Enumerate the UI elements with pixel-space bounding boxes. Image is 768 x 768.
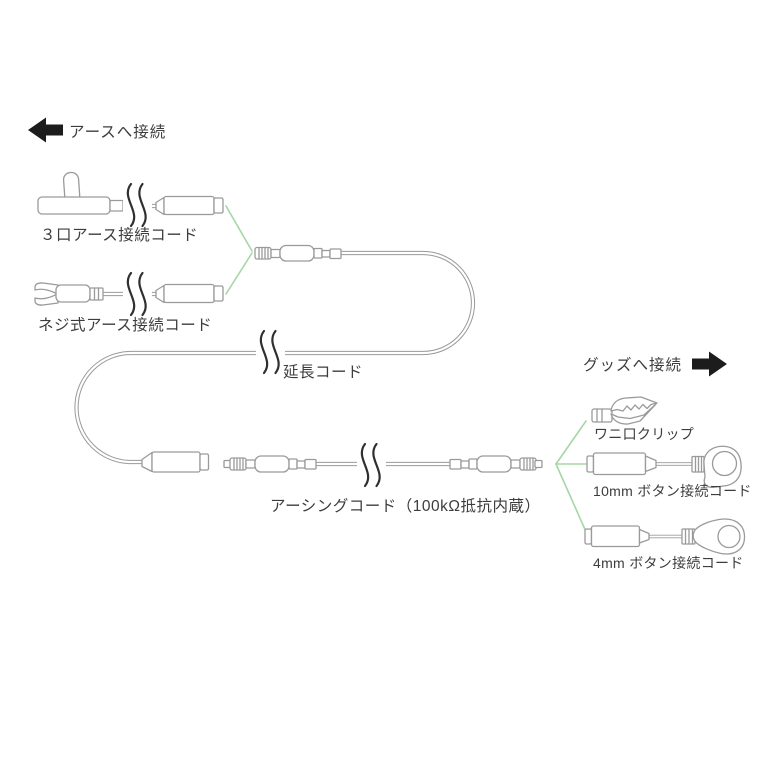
female-jack-icon — [586, 452, 657, 476]
earth-connection-header: アースへ接続 — [69, 124, 167, 141]
connection-line-right-fan — [555, 420, 590, 535]
female-jack-icon — [163, 195, 224, 216]
goods-connection-header: グッズへ接続 — [583, 357, 683, 374]
snap-button-icon — [691, 445, 742, 488]
arrow-right-icon — [692, 351, 727, 377]
alligator-clip-icon — [591, 396, 658, 425]
female-jack-icon — [584, 525, 650, 548]
button-4mm-cord-art — [584, 518, 746, 555]
ground-plug-icon — [37, 171, 124, 215]
screw-earth-cord-art — [34, 271, 224, 317]
button-4mm-cord-label: 4mm ボタン接続コード — [593, 555, 744, 571]
three-port-earth-cord-art — [37, 171, 224, 228]
extension-cord-label: 延長コード — [283, 364, 364, 381]
spade-terminal-icon — [34, 282, 104, 306]
jack-taper — [155, 196, 165, 216]
break-mark-icon — [123, 271, 152, 317]
female-jack-icon — [163, 283, 224, 304]
jack-taper — [155, 284, 165, 304]
male-plug-icon — [449, 455, 543, 473]
break-mark-icon — [123, 182, 152, 228]
extension-cord-art — [74, 244, 476, 473]
earthing-cord-label: アーシングコード（100kΩ抵抗内蔵） — [270, 498, 541, 515]
three-port-earth-cord-label: ３口アース接続コード — [40, 227, 199, 244]
male-plug-icon — [223, 455, 317, 473]
break-mark-icon — [256, 329, 285, 375]
snap-button-icon — [681, 518, 746, 555]
break-mark-icon — [357, 442, 386, 488]
cord-core — [75, 251, 475, 464]
alligator-clip-label: ワニ口クリップ — [594, 426, 695, 442]
connection-line-left-fan — [225, 205, 253, 295]
jack-taper — [141, 451, 153, 473]
button-10mm-cord-art — [586, 445, 742, 488]
screw-earth-cord-label: ネジ式アース接続コード — [38, 317, 213, 334]
button-10mm-cord-label: 10mm ボタン接続コード — [593, 483, 752, 499]
male-plug-icon — [254, 244, 342, 262]
arrow-left-icon — [28, 117, 63, 143]
earthing-cord-art — [223, 442, 543, 488]
female-jack-icon — [151, 451, 210, 473]
